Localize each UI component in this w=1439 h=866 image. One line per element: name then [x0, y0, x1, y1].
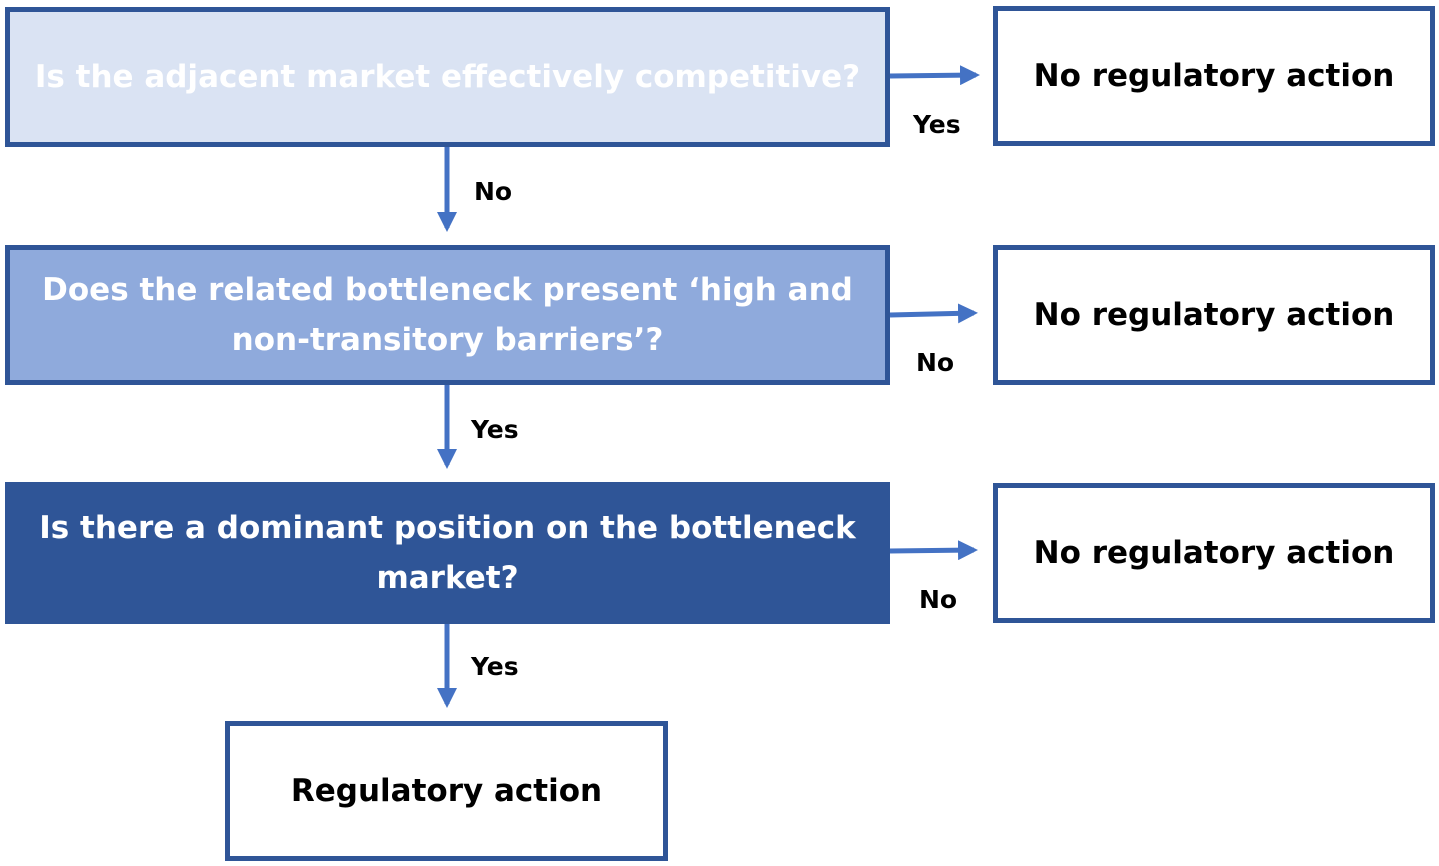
outcome-2-text: No regulatory action — [1033, 297, 1395, 333]
arrow-q1-to-outcome1 — [889, 65, 980, 86]
final-outcome-text: Regulatory action — [290, 773, 603, 809]
question-box-2: Does the related bottleneck present ‘hig… — [5, 245, 890, 385]
branch-label-3-down: Yes — [471, 652, 519, 681]
outcome-box-3: No regulatory action — [993, 483, 1435, 623]
branch-label-3-side: No — [919, 585, 958, 614]
question-3-text: Is there a dominant position on the bott… — [39, 510, 856, 596]
question-box-1: Is the adjacent market effectively compe… — [5, 7, 890, 147]
outcome-box-2: No regulatory action — [993, 245, 1435, 385]
final-outcome-box: Regulatory action — [225, 721, 668, 861]
arrow-q2-to-outcome2 — [889, 303, 978, 324]
branch-label-1-side: Yes — [913, 110, 961, 139]
branch-label-2-side: No — [916, 348, 955, 377]
outcome-1-text: No regulatory action — [1033, 58, 1395, 94]
question-box-3: Is there a dominant position on the bott… — [5, 482, 890, 624]
outcome-box-1: No regulatory action — [993, 6, 1435, 146]
branch-label-1-down: No — [474, 177, 513, 206]
question-1-text: Is the adjacent market effectively compe… — [34, 59, 861, 95]
arrow-q3-to-outcome3 — [889, 540, 978, 561]
branch-label-2-down: Yes — [471, 415, 519, 444]
outcome-3-text: No regulatory action — [1033, 535, 1395, 571]
question-2-text: Does the related bottleneck present ‘hig… — [42, 272, 853, 358]
